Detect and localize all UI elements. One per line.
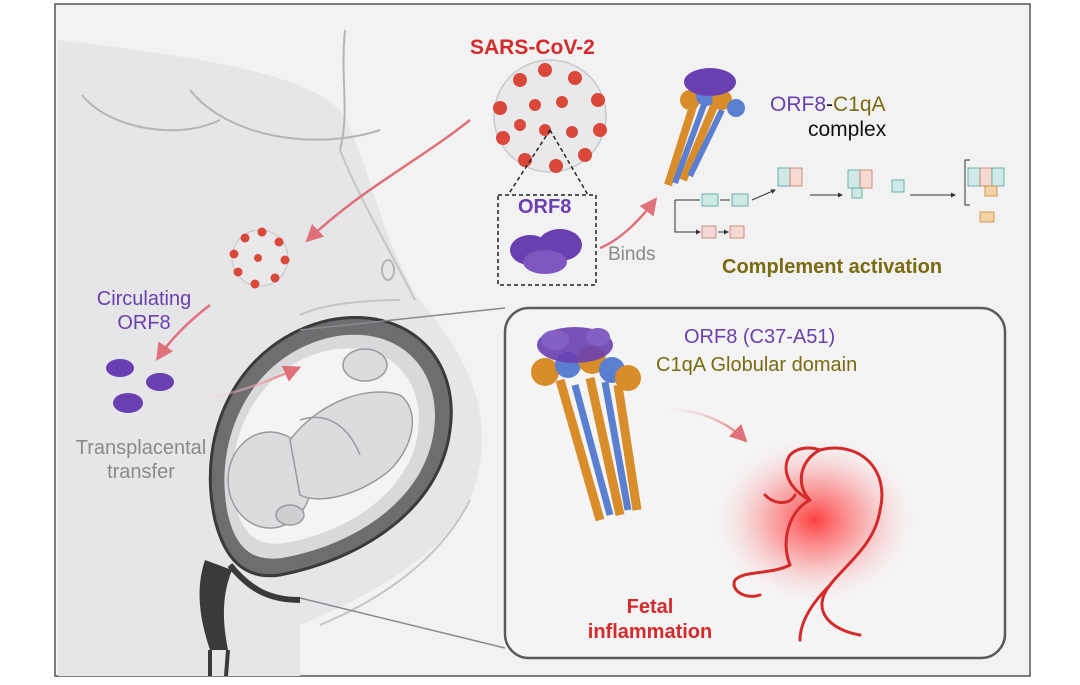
virus-to-blood-arrow	[305, 119, 471, 243]
virus-to-orf8-arrow	[156, 304, 211, 361]
complement-activation-label: Complement activation	[722, 256, 943, 278]
orf8-molecules	[106, 359, 174, 413]
complex-dash: -	[826, 93, 834, 116]
c1q-bundle-inset	[531, 327, 642, 522]
complex-title-line2: complex	[808, 118, 887, 141]
inflammation-glow	[705, 430, 925, 610]
complex-c1qa: C1qA	[833, 93, 886, 116]
circulating-line1: Circulating	[96, 288, 192, 310]
complex-orf8: ORF8	[770, 93, 827, 116]
binds-arrow	[599, 197, 658, 250]
fetus	[227, 348, 414, 529]
complex-title-line1: ORF8-C1qA	[770, 93, 886, 116]
inset-title-line1: ORF8 (C37-A51)	[684, 326, 836, 348]
binds-label: Binds	[608, 244, 656, 265]
transplacental-line2: transfer	[107, 461, 175, 483]
orf8-box-label: ORF8	[518, 196, 572, 218]
fetal-inflammation-line1: Fetal	[626, 596, 674, 618]
transplacental-arrow	[179, 365, 302, 402]
zoom-line-bottom	[299, 597, 506, 649]
inset-title-line2: C1qA Globular domain	[656, 354, 858, 376]
zoom-dash-right	[549, 129, 589, 196]
fetal-inflammation-line2: inflammation	[587, 621, 713, 643]
inflamed-fetus-outline	[732, 446, 884, 642]
zoom-dash-left	[507, 129, 551, 196]
orf8-protein-box	[510, 229, 582, 274]
zoom-line-top	[299, 307, 506, 331]
inset-arrow	[649, 407, 748, 443]
c1q-complex-top	[664, 68, 745, 187]
transplacental-line1: Transplacental	[75, 437, 207, 459]
orf8-box	[497, 194, 597, 286]
circulating-line2: ORF8	[117, 312, 171, 334]
virus-label: SARS-CoV-2	[470, 36, 595, 59]
virus-large	[493, 59, 607, 173]
complement-cascade	[674, 159, 1005, 239]
virus-small	[229, 227, 290, 289]
